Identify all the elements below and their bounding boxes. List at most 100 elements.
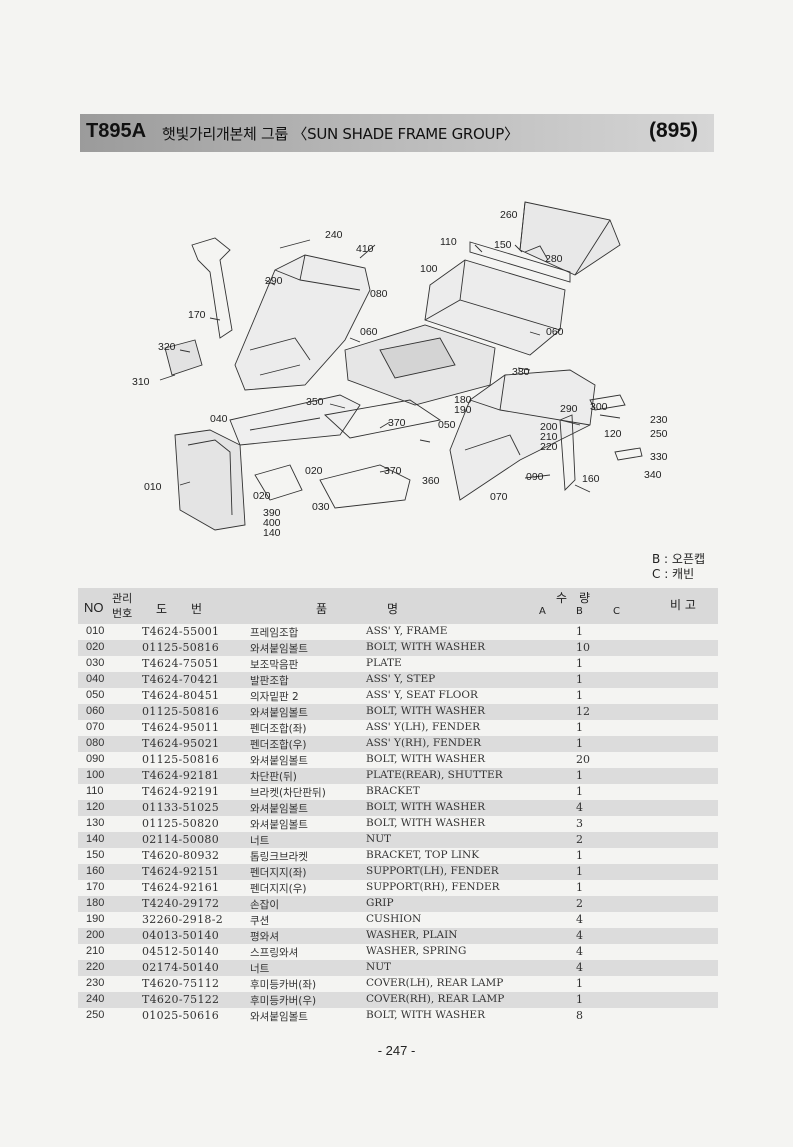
callout-160: 160 xyxy=(582,473,600,485)
callout-390: 390 xyxy=(263,507,281,519)
row-number: 130 xyxy=(86,817,105,829)
group-title: 햇빛가리개본체 그룹 〈SUN SHADE FRAME GROUP〉 xyxy=(162,125,519,143)
part-name-english: WASHER, PLAIN xyxy=(366,929,458,941)
row-number: 200 xyxy=(86,929,105,941)
row-number: 030 xyxy=(86,657,105,669)
callout-070: 070 xyxy=(490,491,508,503)
part-number: T4624-70421 xyxy=(142,673,220,686)
part-name-korean: 프레임조합 xyxy=(250,627,299,639)
part-name-english: GRIP xyxy=(366,897,394,909)
row-number: 140 xyxy=(86,833,105,845)
callout-260: 260 xyxy=(500,209,518,221)
callout-310: 310 xyxy=(132,376,150,388)
part-name-english: BOLT, WITH WASHER xyxy=(366,1009,485,1021)
quantity-b: 1 xyxy=(576,721,583,734)
part-name-korean: 후미등카버(우) xyxy=(250,995,317,1007)
row-number: 050 xyxy=(86,689,105,701)
part-name-english: BOLT, WITH WASHER xyxy=(366,801,485,813)
callout-360: 360 xyxy=(422,475,440,487)
callout-280: 280 xyxy=(545,253,563,265)
part-number: T4624-75051 xyxy=(142,657,220,670)
callout-020-bottom: 020 xyxy=(253,490,271,502)
callout-250: 250 xyxy=(650,428,668,440)
quantity-b: 1 xyxy=(576,865,583,878)
part-name-korean: 와셔붙임볼트 xyxy=(250,1011,308,1023)
row-number: 060 xyxy=(86,705,105,717)
row-number: 010 xyxy=(86,625,105,637)
part-number: T4620-80932 xyxy=(142,849,220,862)
part-number: 02114-50080 xyxy=(142,833,220,846)
part-number: T4620-75122 xyxy=(142,993,220,1006)
diagram-callouts: 260 240 410 110 150 280 100 290 080 170 … xyxy=(132,209,668,539)
row-number: 150 xyxy=(86,849,105,861)
quantity-b: 10 xyxy=(576,641,590,654)
callout-010: 010 xyxy=(144,481,162,493)
quantity-b: 4 xyxy=(576,913,583,926)
legend-cabin: C : 캐빈 xyxy=(652,567,695,581)
row-number: 090 xyxy=(86,753,105,765)
callout-050: 050 xyxy=(438,419,456,431)
header-name: 품 명 xyxy=(316,602,399,616)
quantity-b: 8 xyxy=(576,1009,583,1022)
quantity-b: 4 xyxy=(576,929,583,942)
part-number: T4624-92191 xyxy=(142,785,220,798)
part-name-korean: 의자밑판 2 xyxy=(250,691,299,703)
quantity-b: 4 xyxy=(576,945,583,958)
quantity-b: 1 xyxy=(576,625,583,638)
quantity-b: 3 xyxy=(576,817,583,830)
part-name-english: ASS' Y, STEP xyxy=(366,673,436,685)
quantity-b: 1 xyxy=(576,993,583,1006)
row-number: 080 xyxy=(86,737,105,749)
quantity-b: 1 xyxy=(576,849,583,862)
row-number: 220 xyxy=(86,961,105,973)
group-number: (895) xyxy=(648,119,698,142)
callout-190: 190 xyxy=(454,404,472,416)
row-number: 210 xyxy=(86,945,105,957)
group-title-bar: T895A 햇빛가리개본체 그룹 〈SUN SHADE FRAME GROUP〉… xyxy=(80,114,714,152)
callout-180: 180 xyxy=(454,394,472,406)
part-number: T4624-92151 xyxy=(142,865,220,878)
row-number: 250 xyxy=(86,1009,105,1021)
quantity-b: 1 xyxy=(576,657,583,670)
part-name-korean: 펜더지지(좌) xyxy=(250,867,307,879)
part-number: 04013-50140 xyxy=(142,929,220,942)
part-name-korean: 쿠션 xyxy=(250,915,270,927)
part-number: T4624-95021 xyxy=(142,737,220,750)
row-number: 120 xyxy=(86,801,105,813)
header-no: NO xyxy=(84,600,104,615)
callout-300: 300 xyxy=(590,401,608,413)
callout-220: 220 xyxy=(540,441,558,453)
quantity-b: 1 xyxy=(576,785,583,798)
row-number: 110 xyxy=(86,785,104,797)
part-number: T4624-92161 xyxy=(142,881,220,894)
part-name-korean: 펜더조합(좌) xyxy=(250,723,307,735)
part-number: 01025-50616 xyxy=(142,1009,220,1022)
header-qty-b: B xyxy=(576,606,583,617)
callout-080: 080 xyxy=(370,288,388,300)
row-number: 160 xyxy=(86,865,105,877)
part-name-english: BOLT, WITH WASHER xyxy=(366,753,485,765)
quantity-b: 1 xyxy=(576,881,583,894)
part-name-english: BRACKET, TOP LINK xyxy=(366,849,480,861)
header-qty-a: A xyxy=(539,606,546,617)
row-number: 240 xyxy=(86,993,105,1005)
callout-400: 400 xyxy=(263,517,281,529)
part-name-english: BOLT, WITH WASHER xyxy=(366,641,485,653)
part-name-korean: 차단판(뒤) xyxy=(250,771,297,783)
row-number: 020 xyxy=(86,641,105,653)
page-number: - 247 - xyxy=(377,1043,416,1058)
quantity-b: 1 xyxy=(576,737,583,750)
callout-060-right: 060 xyxy=(546,326,564,338)
part-name-english: BOLT, WITH WASHER xyxy=(366,817,485,829)
part-name-english: ASS' Y, SEAT FLOOR xyxy=(366,689,478,701)
